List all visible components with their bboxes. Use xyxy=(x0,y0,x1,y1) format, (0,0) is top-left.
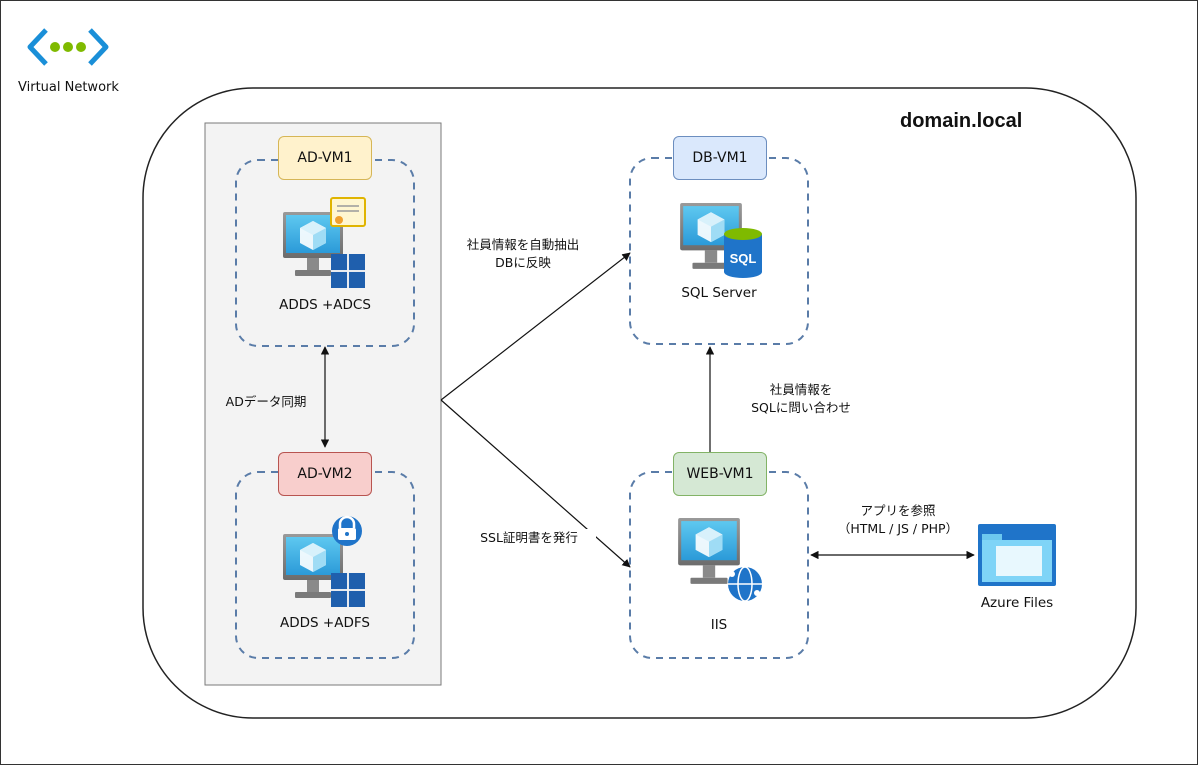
ad-sync-label: ADデータ同期 xyxy=(214,393,318,411)
web-files-line2: （HTML / JS / PHP） xyxy=(837,521,959,536)
azure-files-label: Azure Files xyxy=(980,595,1054,611)
ssl-cert-arrow xyxy=(440,399,631,568)
employee-to-db-line1: 社員情報を自動抽出 xyxy=(466,237,580,252)
web-files-line1: アプリを参照 xyxy=(860,503,936,518)
ad-vm1-role: ADDS +ADCS xyxy=(279,297,371,313)
web-vm1-title: WEB-VM1 xyxy=(673,452,767,496)
domain-label: domain.local xyxy=(900,110,1023,132)
globe-network-icon xyxy=(728,566,762,602)
web-query-db-label: 社員情報を SQLに問い合わせ xyxy=(736,381,866,417)
identity-lock-icon xyxy=(332,515,362,546)
ad-vm2-role: ADDS +ADFS xyxy=(280,615,370,631)
to-db-arrow xyxy=(440,252,631,401)
sql-badge-text: SQL xyxy=(730,251,757,266)
sql-database-icon: SQL xyxy=(724,228,762,278)
domain-boundary xyxy=(142,87,1137,719)
folder-icon xyxy=(978,524,1056,586)
web-query-db-line2: SQLに問い合わせ xyxy=(751,400,851,415)
web-vm1-role: IIS xyxy=(710,617,728,633)
ad-vm2-title: AD-VM2 xyxy=(278,452,372,496)
ad-vm1-title: AD-VM1 xyxy=(278,136,372,180)
web-files-label: アプリを参照 （HTML / JS / PHP） xyxy=(828,502,968,538)
employee-to-db-label: 社員情報を自動抽出 DBに反映 xyxy=(456,236,590,272)
db-vm1-title: DB-VM1 xyxy=(673,136,767,180)
db-vm1-role: SQL Server xyxy=(681,285,757,301)
certificate-icon xyxy=(330,197,366,227)
virtual-network-icon xyxy=(27,28,109,66)
virtual-network-label: Virtual Network xyxy=(18,80,119,95)
db-vm1-container xyxy=(629,157,809,345)
ssl-cert-label: SSL証明書を発行 xyxy=(462,529,596,547)
web-query-db-line1: 社員情報を xyxy=(769,382,833,397)
employee-to-db-line2: DBに反映 xyxy=(495,255,551,270)
